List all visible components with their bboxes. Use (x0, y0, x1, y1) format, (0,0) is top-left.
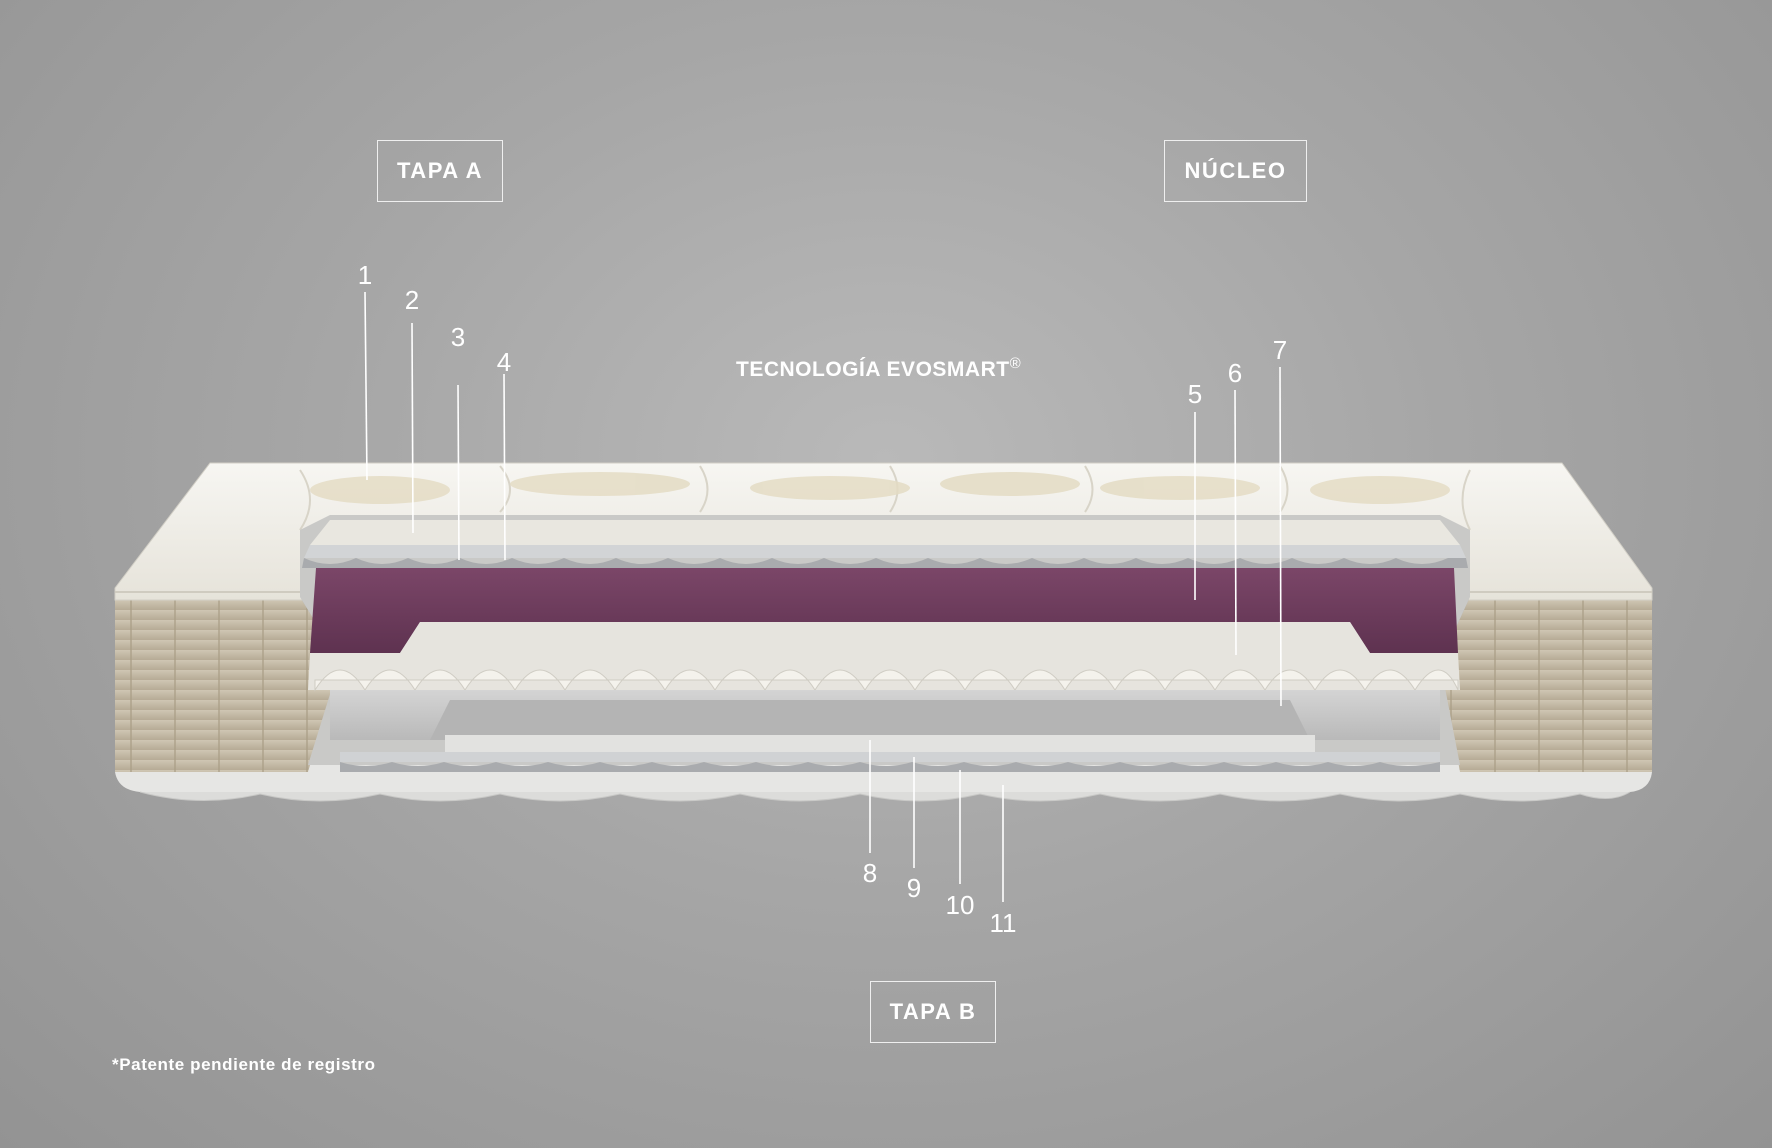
nucleo-text: NÚCLEO (1184, 158, 1287, 183)
left-side-panel (115, 597, 340, 772)
layer-number-11: 11 (989, 908, 1017, 938)
tapa-b-label: TAPA B (870, 981, 996, 1043)
viscoelastic-layer (310, 568, 1458, 653)
layer-number-2: 2 (404, 285, 420, 315)
layer-number-9: 9 (906, 873, 922, 903)
layer-number-4: 4 (496, 347, 512, 377)
layer-number-7: 7 (1272, 335, 1288, 365)
layer-number-8: 8 (862, 858, 878, 888)
leader-lines (364, 291, 1282, 902)
layer-number-3: 3 (450, 322, 466, 352)
layer-number-5: 5 (1187, 379, 1203, 409)
right-side-panel (1440, 597, 1652, 772)
registered-mark: ® (1009, 355, 1022, 372)
technology-label: TECNOLOGÍA EVOSMART® (736, 355, 1021, 382)
tapa-b-text: TAPA B (889, 999, 977, 1024)
patent-footnote: *Patente pendiente de registro (112, 1055, 376, 1074)
nucleo-label: NÚCLEO (1164, 140, 1307, 202)
tapa-a-text: TAPA A (397, 158, 483, 183)
tapa-a-label: TAPA A (377, 140, 503, 202)
technology-name: TECNOLOGÍA EVOSMART (736, 358, 1010, 381)
layer-number-6: 6 (1227, 358, 1243, 388)
layer-number-10: 10 (945, 890, 975, 920)
layer-number-1: 1 (357, 260, 373, 290)
